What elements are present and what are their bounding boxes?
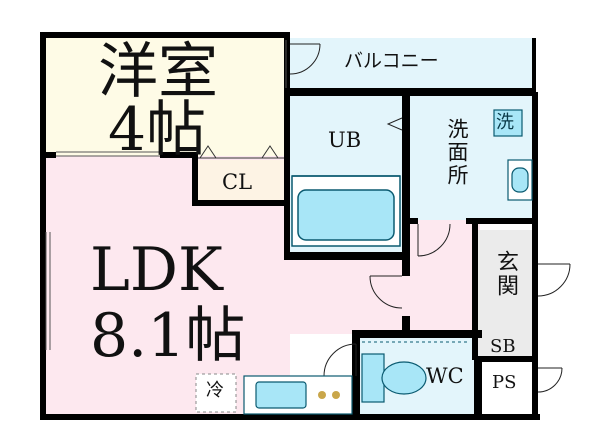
wash-basin: [507, 159, 533, 201]
pipe-space-label: PS: [492, 372, 517, 393]
wall-balcony-bottom: [286, 88, 536, 96]
wall-toilet-top: [352, 330, 482, 338]
shoe-box-area: [478, 334, 536, 360]
wall-entrance-left: [472, 224, 478, 360]
shoe-box-label: SB: [490, 336, 516, 357]
closet-area: [196, 160, 286, 202]
western-sliding-door: [56, 151, 160, 157]
wall-toilet-right: [474, 356, 482, 420]
wall-western-east: [284, 38, 290, 258]
wall-closet-bottom: [192, 200, 290, 206]
washroom-door-swing: [417, 223, 451, 257]
wall-bath-right: [402, 96, 410, 256]
wall-hall-left: [402, 252, 410, 276]
balcony-area: [290, 38, 536, 92]
western-room-name: 洋室: [98, 37, 218, 107]
ldk-window: [45, 232, 51, 350]
wall-bath-bottom: [284, 252, 410, 260]
wall-western-south-left: [42, 152, 56, 158]
ldk-area-east: [290, 258, 410, 334]
hall-door-swing: [369, 275, 403, 309]
entrance-door-swing: [537, 263, 571, 297]
hall-area: [408, 220, 480, 334]
entrance-label: 玄関: [493, 250, 518, 298]
wall-outer-left: [40, 32, 46, 418]
closet-label: CL: [222, 170, 253, 194]
balcony-door-swing: [289, 43, 321, 75]
ldk-name: LDK: [90, 235, 223, 305]
wall-outer-top: [40, 32, 290, 38]
ps-door-swing: [537, 367, 563, 393]
wall-hall-left-lower: [402, 316, 410, 338]
fridge-label: 冷: [206, 380, 224, 401]
wall-closet-left: [192, 152, 198, 206]
bath-door: [386, 117, 403, 131]
western-room-area: [42, 38, 290, 156]
kitchen-counter: [243, 375, 353, 415]
walls: [40, 32, 540, 420]
wall-wash-bottom-right: [466, 218, 538, 224]
wall-outer-bottom: [40, 414, 540, 420]
washer-label: 洗: [496, 112, 514, 133]
bathtub: [291, 175, 401, 247]
toilet-fixture: [361, 341, 470, 403]
balcony-label: バルコニー: [344, 50, 439, 72]
wall-wash-bottom: [408, 218, 418, 224]
fridge-space: [195, 373, 237, 413]
washer-pan: [493, 109, 523, 137]
western-room-size: 4帖: [108, 95, 207, 165]
wall-ps-top: [474, 356, 538, 362]
toilet-door-swing: [323, 343, 357, 377]
unit-bath-label: UB: [328, 128, 362, 152]
wall-western-south-right: [160, 152, 196, 158]
wall-outer-right: [532, 92, 538, 420]
entrance-area: [478, 230, 536, 334]
wall-outer-right-balcony: [532, 38, 536, 92]
closet-door: [198, 145, 284, 159]
washroom-label: 洗面所: [445, 118, 469, 187]
toilet-label: WC: [426, 364, 464, 388]
ldk-size: 8.1帖: [90, 301, 246, 371]
